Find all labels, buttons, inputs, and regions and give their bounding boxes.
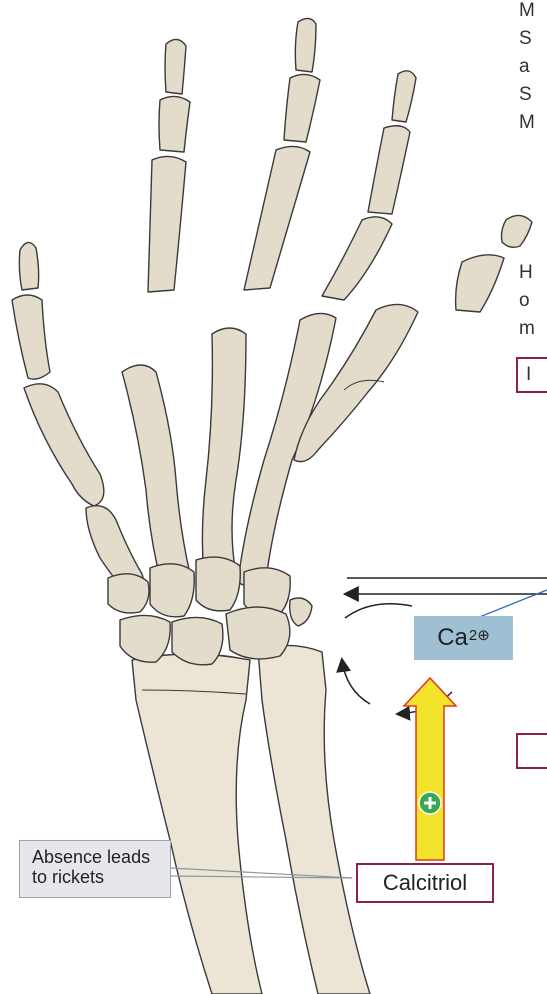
index-finger-metacarpal: [238, 313, 336, 586]
edge-text-i: I: [526, 364, 531, 386]
calcium-ion-charge: 2⊕: [469, 626, 490, 644]
index-finger-distal: [392, 71, 416, 122]
little-finger-middle: [12, 295, 50, 379]
trapezoid: [196, 557, 240, 611]
ulna-bone: [258, 645, 370, 994]
capitate: [150, 564, 194, 617]
edge-text-m2: M: [519, 112, 535, 134]
edge-text-m3: m: [519, 318, 535, 340]
calcium-ion-label: Ca: [437, 624, 468, 652]
index-finger-proximal: [322, 217, 392, 300]
calcitriol-label: Calcitriol: [383, 870, 467, 896]
middle-finger-middle: [284, 74, 320, 142]
middle-finger-metacarpal: [202, 328, 246, 581]
thumb-distal: [502, 215, 533, 247]
little-finger-proximal: [24, 384, 104, 506]
triquetrum: [120, 615, 170, 662]
edge-label-box: I: [516, 357, 547, 393]
edge-text-s: S: [519, 28, 532, 50]
edge-text-s2: S: [519, 84, 532, 106]
little-finger-distal: [19, 242, 38, 290]
middle-finger-distal: [295, 18, 316, 72]
calcitriol-box: Calcitriol: [356, 863, 494, 903]
plus-circle-icon: [419, 792, 441, 814]
finger-bones: [12, 18, 532, 596]
edge-text-h: H: [519, 262, 533, 284]
ring-finger-metacarpal: [122, 365, 190, 588]
radius-bone: [132, 654, 262, 994]
index-finger-middle: [368, 126, 410, 214]
middle-finger-proximal: [244, 146, 310, 290]
callout-line-1: Absence leads: [32, 847, 170, 867]
scaphoid: [226, 607, 290, 659]
edge-text-m: M: [519, 0, 535, 22]
lunate: [172, 617, 223, 664]
edge-text-o: o: [519, 290, 530, 312]
pisiform: [290, 598, 312, 626]
ring-finger-proximal: [148, 156, 186, 292]
rickets-callout: Absence leads to rickets: [19, 840, 171, 898]
forearm-bones: [132, 645, 370, 994]
edge-text-a: a: [519, 56, 530, 78]
hamate: [108, 574, 149, 613]
up-arrow-icon: [404, 678, 456, 860]
ring-finger-distal: [165, 39, 186, 94]
callout-line-2: to rickets: [32, 867, 170, 887]
edge-label-box-2: [516, 733, 547, 769]
thumb-proximal: [456, 255, 504, 312]
ring-finger-middle: [159, 96, 190, 152]
